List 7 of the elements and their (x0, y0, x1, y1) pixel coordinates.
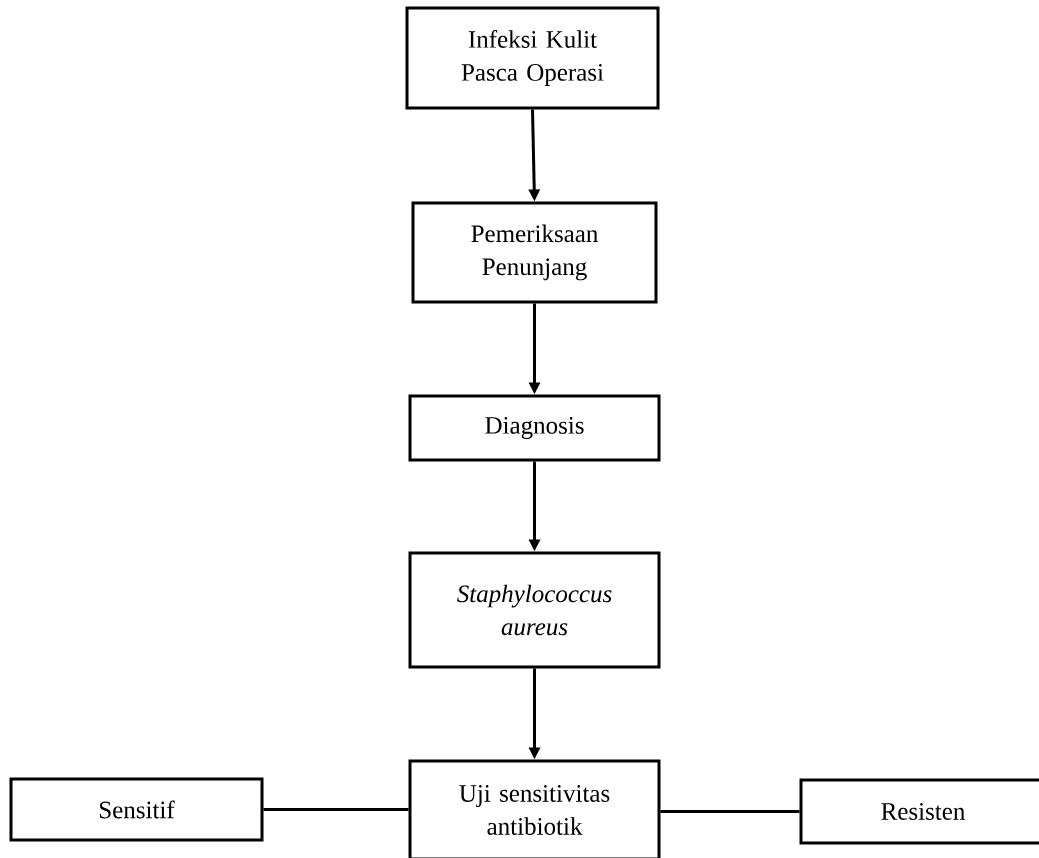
process-box: Infeksi Kulit Pasca Operasi (405, 6, 660, 110)
process-box: Diagnosis (408, 394, 661, 462)
process-box: Resisten (799, 778, 1039, 845)
process-box: Sensitif (9, 777, 264, 842)
process-box: Staphylococcus aureus (408, 551, 661, 669)
process-box: Uji sensitivitas antibiotik (408, 759, 661, 858)
process-box: Pemeriksaan Penunjang (411, 201, 658, 304)
